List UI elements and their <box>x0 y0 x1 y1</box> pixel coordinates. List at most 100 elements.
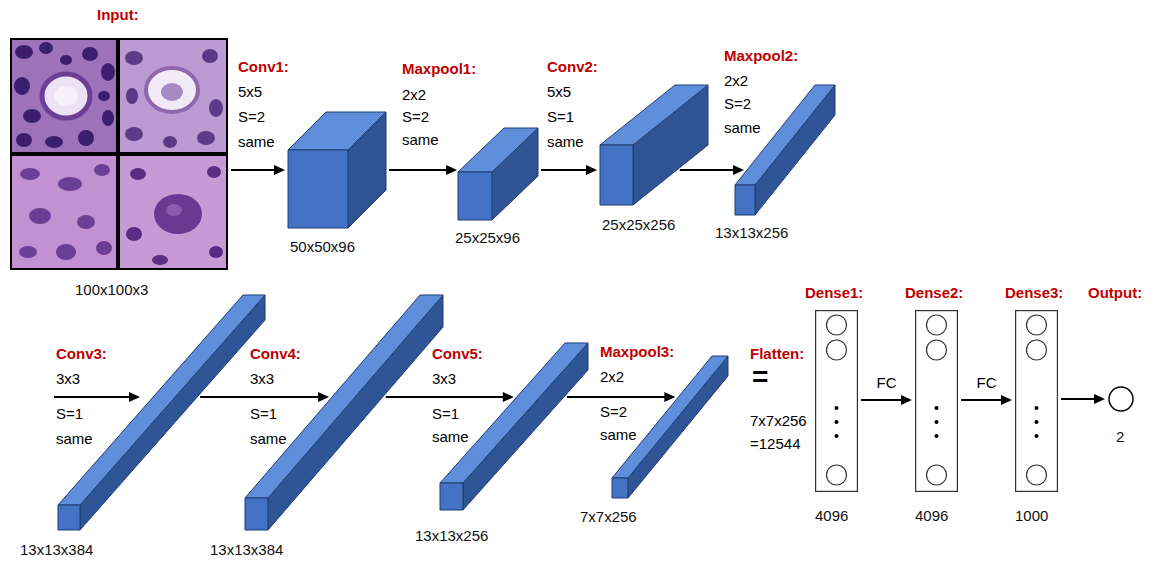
node-shape <box>58 295 265 530</box>
layer-parameter: 3x3 <box>56 370 80 387</box>
connector-arrow <box>861 395 912 405</box>
connector-line <box>680 169 734 171</box>
dense-layer-box: Dense1:4096 <box>815 310 858 492</box>
layer-parameter: 7x7x256 <box>750 412 807 429</box>
cube-top <box>58 295 265 505</box>
connector-line <box>1061 398 1095 400</box>
layer-parameter: 3x3 <box>250 370 274 387</box>
cube-front <box>600 145 633 205</box>
dense-border <box>916 311 958 492</box>
cube-side <box>628 356 728 498</box>
layer-parameter: 3x3 <box>432 370 456 387</box>
input-image-node: Input:100x100x3 <box>10 38 228 270</box>
neuron-circle <box>1027 315 1047 335</box>
layer-parameter: 5x5 <box>547 83 571 100</box>
layer-name: Maxpool3: <box>600 343 674 360</box>
connector-arrow <box>1061 394 1105 404</box>
cube-front <box>735 185 755 215</box>
node-shape <box>915 310 958 492</box>
ellipsis-dot <box>935 420 939 424</box>
dense-border <box>816 311 858 492</box>
layer-name: Conv3: <box>56 345 107 362</box>
node-shape <box>458 128 538 220</box>
ellipsis-dot <box>835 406 839 410</box>
connector-arrow <box>386 392 514 402</box>
ellipsis-dot <box>935 406 939 410</box>
arrow-head <box>586 165 597 175</box>
neuron-circle <box>927 340 947 360</box>
cube-front <box>288 150 348 228</box>
arrow-head <box>901 395 912 405</box>
dimension-label: 1000 <box>1015 507 1048 524</box>
layer-parameter: S=1 <box>547 108 574 125</box>
node-shape <box>600 85 708 205</box>
cube-front <box>245 498 268 530</box>
layer-parameter: S=2 <box>402 108 429 125</box>
cube-top <box>600 85 708 145</box>
layer-parameter: = <box>752 362 768 392</box>
layer-name: Maxpool1: <box>402 60 476 77</box>
layer-parameter: S=1 <box>432 405 459 422</box>
input-arrow <box>54 396 130 398</box>
cube-top <box>245 295 443 498</box>
arrow-head <box>664 392 675 402</box>
layer-name: Flatten: <box>750 345 804 362</box>
neuron-circle <box>827 465 847 485</box>
arrow-head <box>1094 394 1105 404</box>
feature-map-block: 50x50x96 <box>288 112 386 228</box>
dimension-label: 13x13x384 <box>20 541 93 558</box>
dimension-label: 4096 <box>915 507 948 524</box>
node-shape <box>440 343 588 510</box>
output-node: Output:2 <box>1108 386 1134 412</box>
arrow-head <box>129 392 140 402</box>
feature-map-block: 25x25x96 <box>458 128 538 220</box>
dense-border <box>1016 311 1058 492</box>
layer-parameter: S=1 <box>250 405 277 422</box>
dimension-label: 13x13x256 <box>715 224 788 241</box>
layer-parameter: same <box>238 133 275 150</box>
layer-parameter: S=2 <box>600 403 627 420</box>
connector-arrow <box>961 395 1012 405</box>
neuron-circle <box>827 315 847 335</box>
cube-top <box>440 343 588 483</box>
node-shape <box>1108 386 1134 412</box>
cube-side <box>80 295 265 530</box>
dense-layer-box: Dense3:1000 <box>1015 310 1058 492</box>
layer-parameter: S=1 <box>56 405 83 422</box>
ellipsis-dot <box>1035 406 1039 410</box>
arrow-head <box>446 165 457 175</box>
arrow-head <box>318 392 329 402</box>
layer-parameter: =12544 <box>750 435 800 452</box>
connector-arrow <box>389 165 457 175</box>
layer-heading: Dense1: <box>805 284 863 301</box>
histology-image <box>10 38 228 270</box>
layer-parameter: S=2 <box>238 108 265 125</box>
cube-front <box>440 483 463 510</box>
layer-name: Conv1: <box>238 58 289 75</box>
layer-parameter: 2x2 <box>600 368 624 385</box>
dimension-label: 25x25x96 <box>455 229 520 246</box>
ellipsis-dot <box>835 434 839 438</box>
cube-front <box>458 172 492 220</box>
ellipsis-dot <box>1035 420 1039 424</box>
cube-top <box>458 128 538 172</box>
connector-arrow <box>541 165 597 175</box>
neuron-circle <box>1027 465 1047 485</box>
connector-arrow <box>231 165 285 175</box>
cube-top <box>612 356 728 478</box>
layer-parameter: same <box>600 426 637 443</box>
arrow-head <box>274 165 285 175</box>
layer-name: Conv5: <box>432 345 483 362</box>
dimension-label: 2 <box>1116 428 1124 445</box>
neuron-circle <box>827 340 847 360</box>
connector-line <box>231 169 275 171</box>
cube-side <box>463 343 588 510</box>
layer-parameter: same <box>724 119 761 136</box>
dense-layer-box: Dense2:4096 <box>915 310 958 492</box>
ellipsis-dot <box>935 434 939 438</box>
dimension-label: 13x13x256 <box>415 527 488 544</box>
layer-parameter: 2x2 <box>402 86 426 103</box>
output-circle <box>1109 387 1133 411</box>
layer-parameter: S=2 <box>724 95 751 112</box>
feature-map-block: 13x13x384 <box>58 295 265 530</box>
